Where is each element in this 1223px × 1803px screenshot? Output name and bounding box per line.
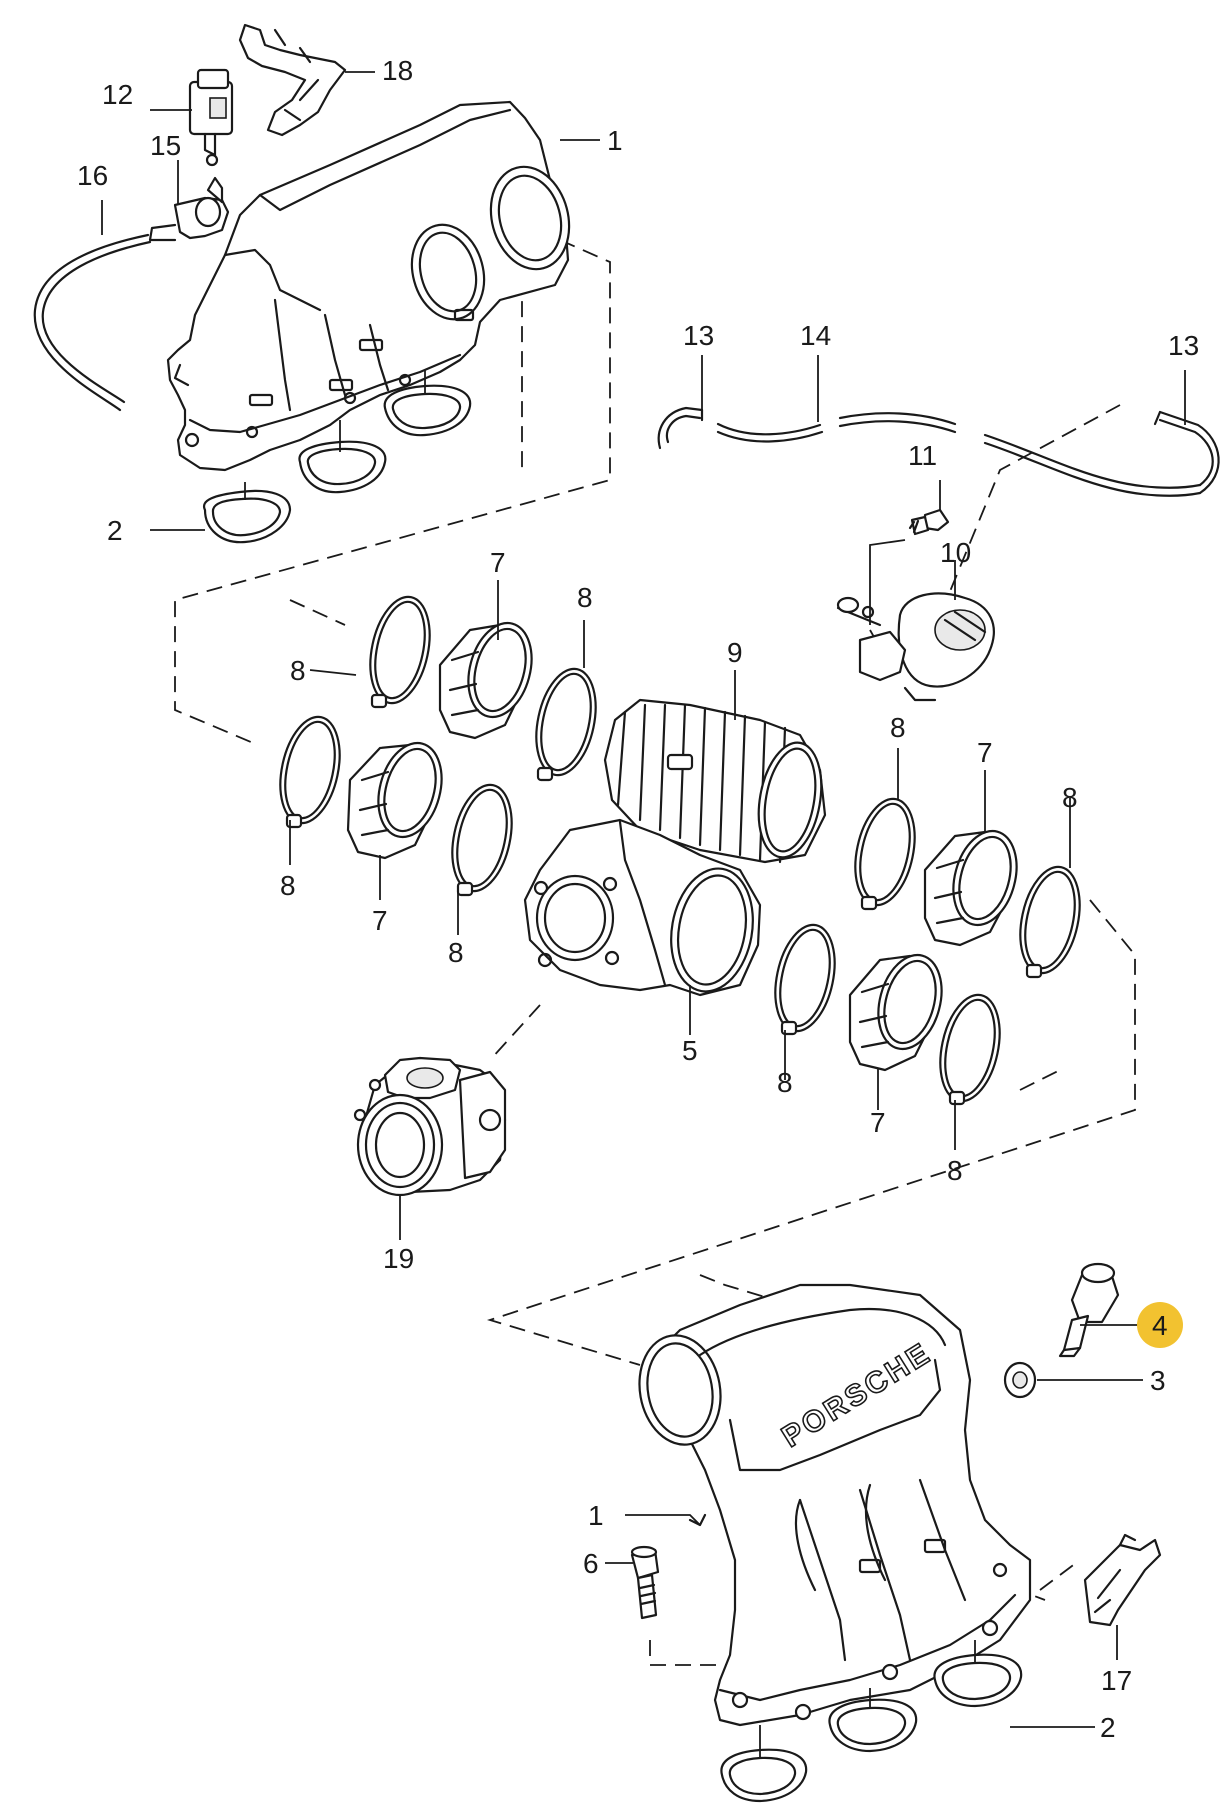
sleeve-part-7-c xyxy=(923,829,1018,947)
callout-7-a: 7 xyxy=(490,547,506,578)
throttle-body-part-19 xyxy=(353,1056,507,1197)
callout-7-b: 7 xyxy=(372,905,388,936)
sleeve-part-7-d xyxy=(848,953,943,1072)
bracket-part-18 xyxy=(238,23,347,137)
callout-5: 5 xyxy=(682,1035,698,1066)
callout-18: 18 xyxy=(382,55,413,86)
gasket-part-2-bottom-b xyxy=(828,1698,918,1753)
bolt-part-6 xyxy=(630,1545,660,1620)
clamp-part-8-f xyxy=(1019,865,1081,979)
callout-7-d: 7 xyxy=(870,1107,886,1138)
callout-14: 14 xyxy=(800,320,831,351)
valve-part-12 xyxy=(188,68,234,167)
hose-part-16 xyxy=(33,233,152,412)
callout-8-h: 8 xyxy=(947,1155,963,1186)
callout-16: 16 xyxy=(77,160,108,191)
callout-7-c: 7 xyxy=(977,737,993,768)
callout-4: 4 xyxy=(1152,1310,1168,1341)
intake-manifold-bottom-part-1: PORSCHE xyxy=(638,1283,1032,1727)
gasket-part-2-bottom-a xyxy=(720,1748,808,1803)
callout-15: 15 xyxy=(150,130,181,161)
callout-1-bottom: 1 xyxy=(588,1500,604,1531)
callout-8-b: 8 xyxy=(577,582,593,613)
sleeve-part-7-a xyxy=(438,621,533,740)
callout-3: 3 xyxy=(1150,1365,1166,1396)
callout-8-c: 8 xyxy=(280,870,296,901)
callout-12: 12 xyxy=(102,79,133,110)
callout-1-top: 1 xyxy=(607,125,623,156)
callout-13-left: 13 xyxy=(683,320,714,351)
callout-8-f: 8 xyxy=(1062,782,1078,813)
adapter-part-5 xyxy=(523,818,762,997)
callout-8-a: 8 xyxy=(290,655,306,686)
hose-part-13-left xyxy=(657,406,704,450)
clamp-part-8-g xyxy=(774,923,836,1036)
seal-part-3 xyxy=(1003,1361,1037,1399)
leader-lines xyxy=(101,71,1186,1728)
actuator-part-10 xyxy=(836,592,995,702)
bellows-part-9 xyxy=(603,698,827,864)
callout-6: 6 xyxy=(583,1548,599,1579)
callout-17: 17 xyxy=(1101,1665,1132,1696)
callout-8-e: 8 xyxy=(890,712,906,743)
hose-part-13-right xyxy=(1153,410,1220,495)
gasket-part-2-top-b xyxy=(298,440,387,494)
bracket-part-17 xyxy=(1083,1533,1162,1627)
gasket-part-2-top-a xyxy=(202,489,292,544)
gasket-part-2-bottom-c xyxy=(933,1653,1023,1708)
callout-2-top: 2 xyxy=(107,515,123,546)
callout-13-right: 13 xyxy=(1168,330,1199,361)
clamp-part-8-a xyxy=(369,595,431,709)
clamp-part-8-c xyxy=(279,715,341,829)
callout-8-d: 8 xyxy=(448,937,464,968)
sleeve-part-7-b xyxy=(346,741,443,860)
callout-9: 9 xyxy=(727,637,743,668)
callout-labels: 1 1 2 2 3 4 5 6 7 7 7 7 8 8 8 8 8 8 8 8 … xyxy=(77,55,1199,1743)
sensor-part-4 xyxy=(1058,1262,1120,1358)
callout-8-g: 8 xyxy=(777,1067,793,1098)
clamp-part-8-b xyxy=(535,667,597,782)
bolt-part-11 xyxy=(908,508,950,536)
gasket-part-2-top-c xyxy=(383,384,472,437)
callout-19: 19 xyxy=(383,1243,414,1274)
clamp-part-8-d xyxy=(451,783,513,897)
hose-part-14 xyxy=(716,412,1202,497)
callout-2-bottom: 2 xyxy=(1100,1712,1116,1743)
clamp-part-8-h xyxy=(939,993,1001,1106)
callout-10: 10 xyxy=(940,537,971,568)
callout-11: 11 xyxy=(908,440,937,471)
intake-manifold-top-part-1 xyxy=(166,100,571,472)
t-connector-part-15 xyxy=(148,176,230,242)
clamp-part-8-e xyxy=(854,797,916,911)
callout-4-highlight xyxy=(1137,1302,1183,1348)
